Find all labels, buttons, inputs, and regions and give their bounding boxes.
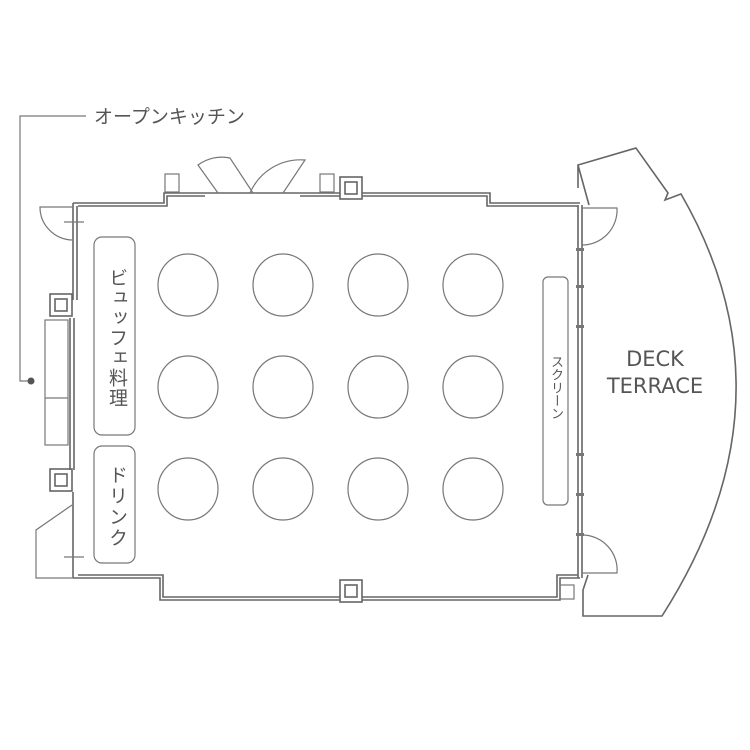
tables: [157, 253, 504, 521]
round-table: [442, 253, 504, 317]
drink-label: ドリンク: [106, 465, 128, 549]
round-table: [252, 253, 314, 317]
open-kitchen-label: オープンキッチン: [94, 106, 245, 128]
round-table: [157, 457, 219, 521]
round-table: [252, 355, 314, 419]
round-table: [347, 355, 409, 419]
round-table: [347, 253, 409, 317]
deck-label-line1: DECK: [626, 347, 685, 371]
buffet-counter: [93, 236, 136, 436]
round-table: [157, 253, 219, 317]
deck-terrace-outline: [577, 147, 737, 617]
screen: [542, 276, 569, 506]
round-table: [442, 457, 504, 521]
open-kitchen-leader: [19, 115, 86, 385]
drink-counter: [93, 445, 136, 564]
round-table: [442, 355, 504, 419]
round-table: [347, 457, 409, 521]
round-table: [157, 355, 219, 419]
room-walls: [35, 156, 618, 603]
deck-label-line2: TERRACE: [606, 374, 703, 398]
round-table: [252, 457, 314, 521]
buffet-label: ビュッフェ料理: [106, 268, 128, 408]
screen-label: スクリーン: [548, 355, 563, 420]
